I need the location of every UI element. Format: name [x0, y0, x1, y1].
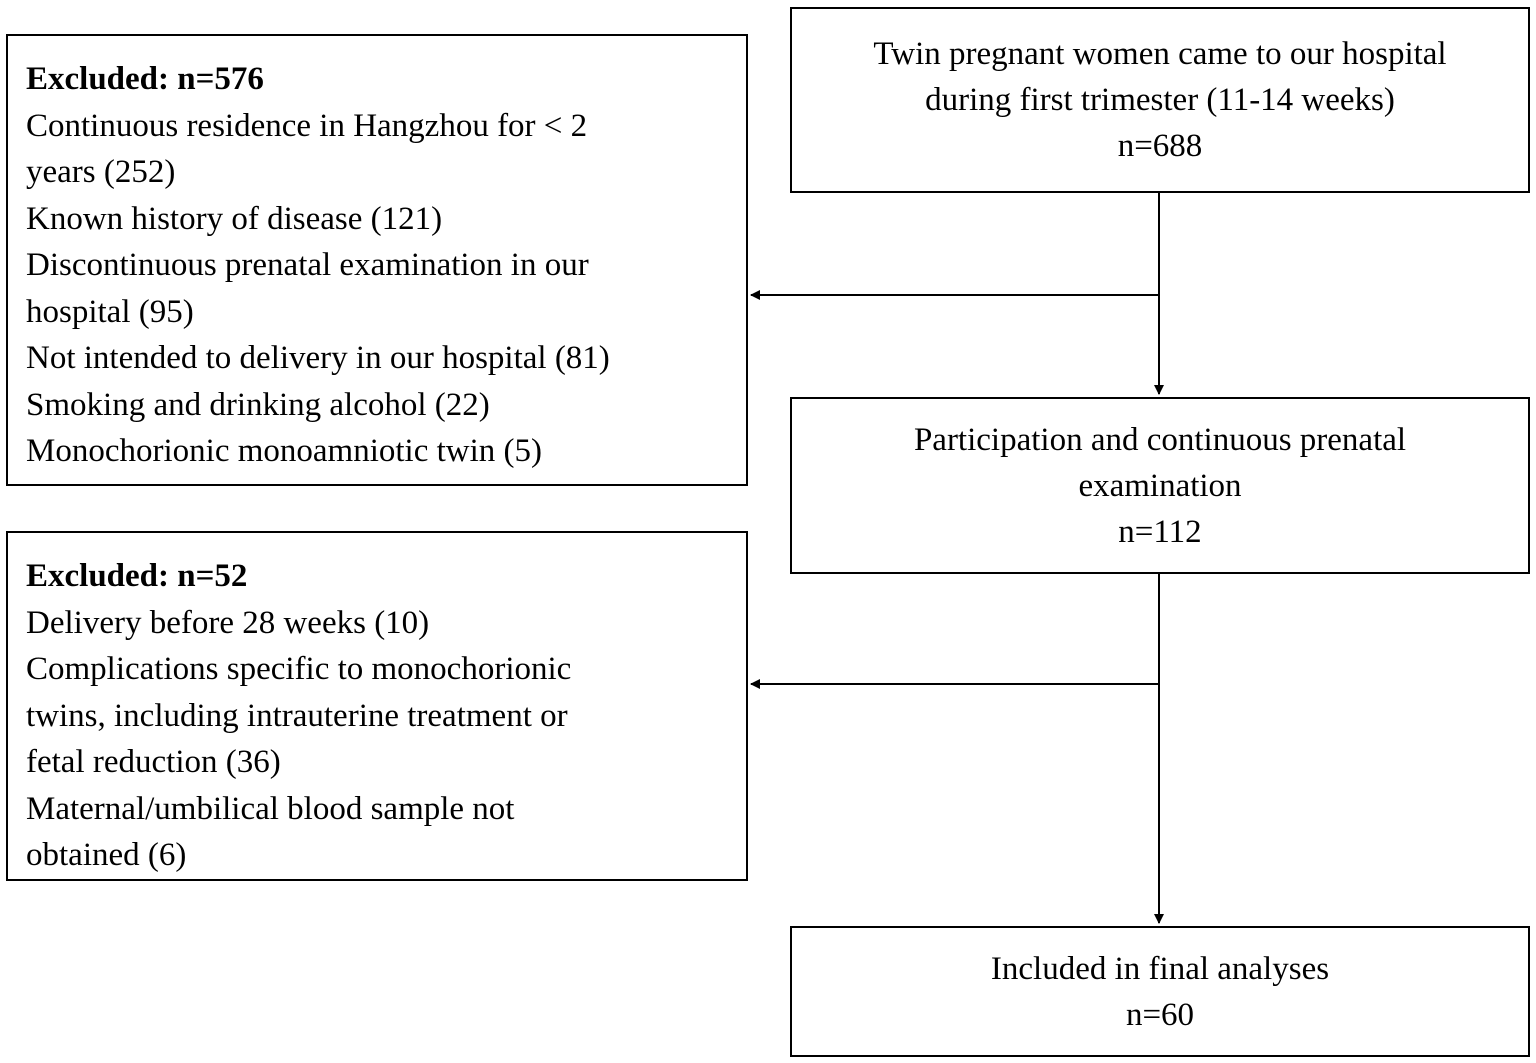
- start-box: Twin pregnant women came to our hospital…: [790, 7, 1530, 193]
- exclusion-1-title: Excluded: n=576: [26, 61, 264, 97]
- exclusion-2-line: Maternal/umbilical blood sample not: [26, 790, 515, 827]
- start-box-line: Twin pregnant women came to our hospital: [873, 36, 1447, 72]
- exclusion-box-2: Excluded: n=52 Delivery before 28 weeks …: [6, 531, 748, 881]
- start-box-count: n=688: [1117, 128, 1203, 164]
- exclusion-2-line: twins, including intrauterine treatment …: [26, 697, 568, 734]
- exclusion-1-line: Smoking and drinking alcohol (22): [26, 386, 490, 423]
- exclusion-2-line: Delivery before 28 weeks (10): [26, 604, 430, 641]
- participation-box-line: examination: [1078, 467, 1242, 504]
- exclusion-2-line: fetal reduction (36): [26, 744, 281, 780]
- participation-box: Participation and continuous prenatal ex…: [790, 397, 1530, 574]
- exclusion-box-1: Excluded: n=576 Continuous residence in …: [6, 34, 748, 486]
- start-box-line: during first trimester (11-14 weeks): [925, 82, 1395, 118]
- exclusion-1-line: Not intended to delivery in our hospital…: [26, 340, 610, 376]
- final-box-line: Included in final analyses: [990, 950, 1330, 987]
- participation-box-line: Participation and continuous prenatal: [913, 421, 1407, 458]
- exclusion-1-line: Continuous residence in Hangzhou for < 2: [26, 107, 588, 144]
- final-box: Included in final analyses n=60: [790, 926, 1530, 1057]
- exclusion-1-line: Monochorionic monoamniotic twin (5): [26, 433, 542, 469]
- exclusion-1-line: years (252): [26, 154, 176, 190]
- exclusion-2-title: Excluded: n=52: [26, 558, 248, 594]
- exclusion-1-line: Discontinuous prenatal examination in ou…: [26, 247, 589, 283]
- exclusion-1-line: Known history of disease (121): [26, 200, 443, 237]
- exclusion-2-line: Complications specific to monochorionic: [26, 651, 572, 687]
- participation-box-count: n=112: [1118, 513, 1202, 550]
- exclusion-2-line: obtained (6): [26, 837, 187, 873]
- final-box-count: n=60: [1125, 996, 1195, 1033]
- exclusion-1-line: hospital (95): [26, 293, 194, 330]
